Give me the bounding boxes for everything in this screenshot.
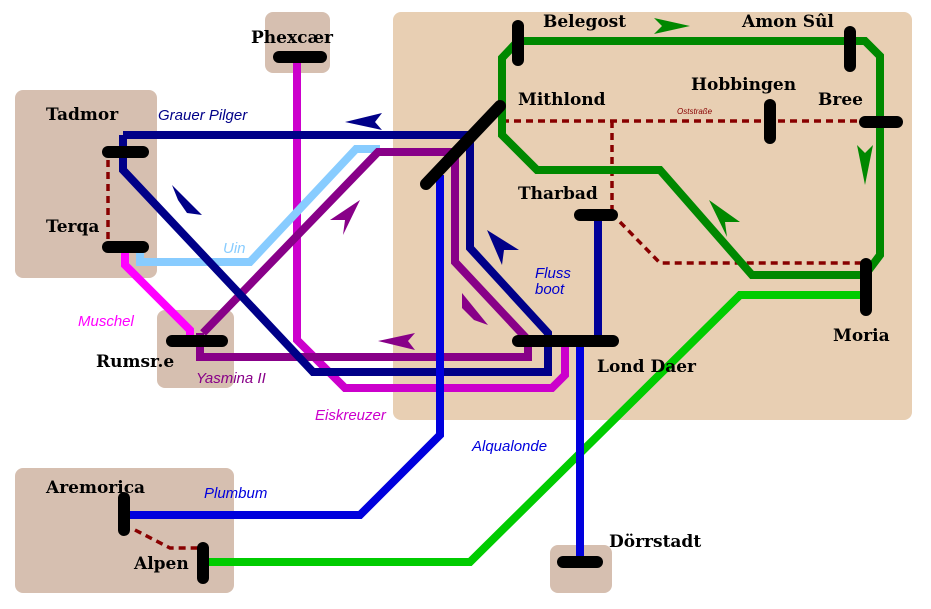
road-tharbad-moria <box>618 220 865 265</box>
label-alpen: Alpen <box>133 554 189 574</box>
label-lond-daer: Lond Daer <box>597 357 697 377</box>
label-grauer-pilger: Grauer Pilger <box>158 107 248 124</box>
label-tadmor: Tadmor <box>46 105 119 125</box>
label-eiskreuzer: Eiskreuzer <box>315 407 387 424</box>
line-eiskreuzer <box>293 57 569 392</box>
label-fluss: Fluss <box>535 265 571 282</box>
arrow-green-northwest <box>709 200 740 237</box>
label-alqualonde: Alqualonde <box>471 438 547 455</box>
arrow-purple-west <box>378 333 415 350</box>
line-light-green <box>205 291 866 566</box>
arrow-green-south <box>857 145 873 185</box>
label-bree: Bree <box>818 90 863 110</box>
label-belegost: Belegost <box>543 12 626 32</box>
label-rumsre: Rumsr.e <box>96 352 174 372</box>
label-tharbad: Tharbad <box>518 184 598 204</box>
arrow-green-east <box>654 18 690 34</box>
line-yasmina <box>196 148 532 361</box>
label-boot: boot <box>535 281 565 298</box>
region-main <box>393 12 912 420</box>
label-moria: Moria <box>833 326 890 346</box>
road-aremorica-alpen <box>134 528 200 550</box>
arrow-navy-southeast <box>172 185 202 215</box>
label-muschel: Muschel <box>78 313 135 330</box>
label-amon-sul: Amon Sûl <box>741 12 834 32</box>
label-uin: Uin <box>223 240 246 257</box>
label-oststrasse: Oststraße <box>677 107 713 116</box>
label-yasmina: Yasmina II <box>196 370 266 387</box>
label-aremorica: Aremorica <box>45 478 145 498</box>
label-mithlond: Mithlond <box>518 90 606 110</box>
arrow-purple-northeast <box>330 200 360 235</box>
label-terqa: Terqa <box>46 217 99 237</box>
station-mithlond[interactable] <box>420 100 506 190</box>
label-phexcaer: Phexcær <box>251 28 334 48</box>
region-rumsre <box>157 310 234 388</box>
arrow-purple-southeast <box>462 293 488 325</box>
line-uin <box>136 145 380 266</box>
line-plumbum <box>125 175 444 519</box>
line-grauer-pilger <box>119 131 552 376</box>
arrow-navy-west <box>345 113 382 130</box>
label-dorrstadt: Dörrstadt <box>609 532 701 552</box>
arrow-navy-northwest <box>487 230 519 265</box>
label-plumbum: Plumbum <box>204 485 267 502</box>
label-hobbingen: Hobbingen <box>691 75 796 95</box>
